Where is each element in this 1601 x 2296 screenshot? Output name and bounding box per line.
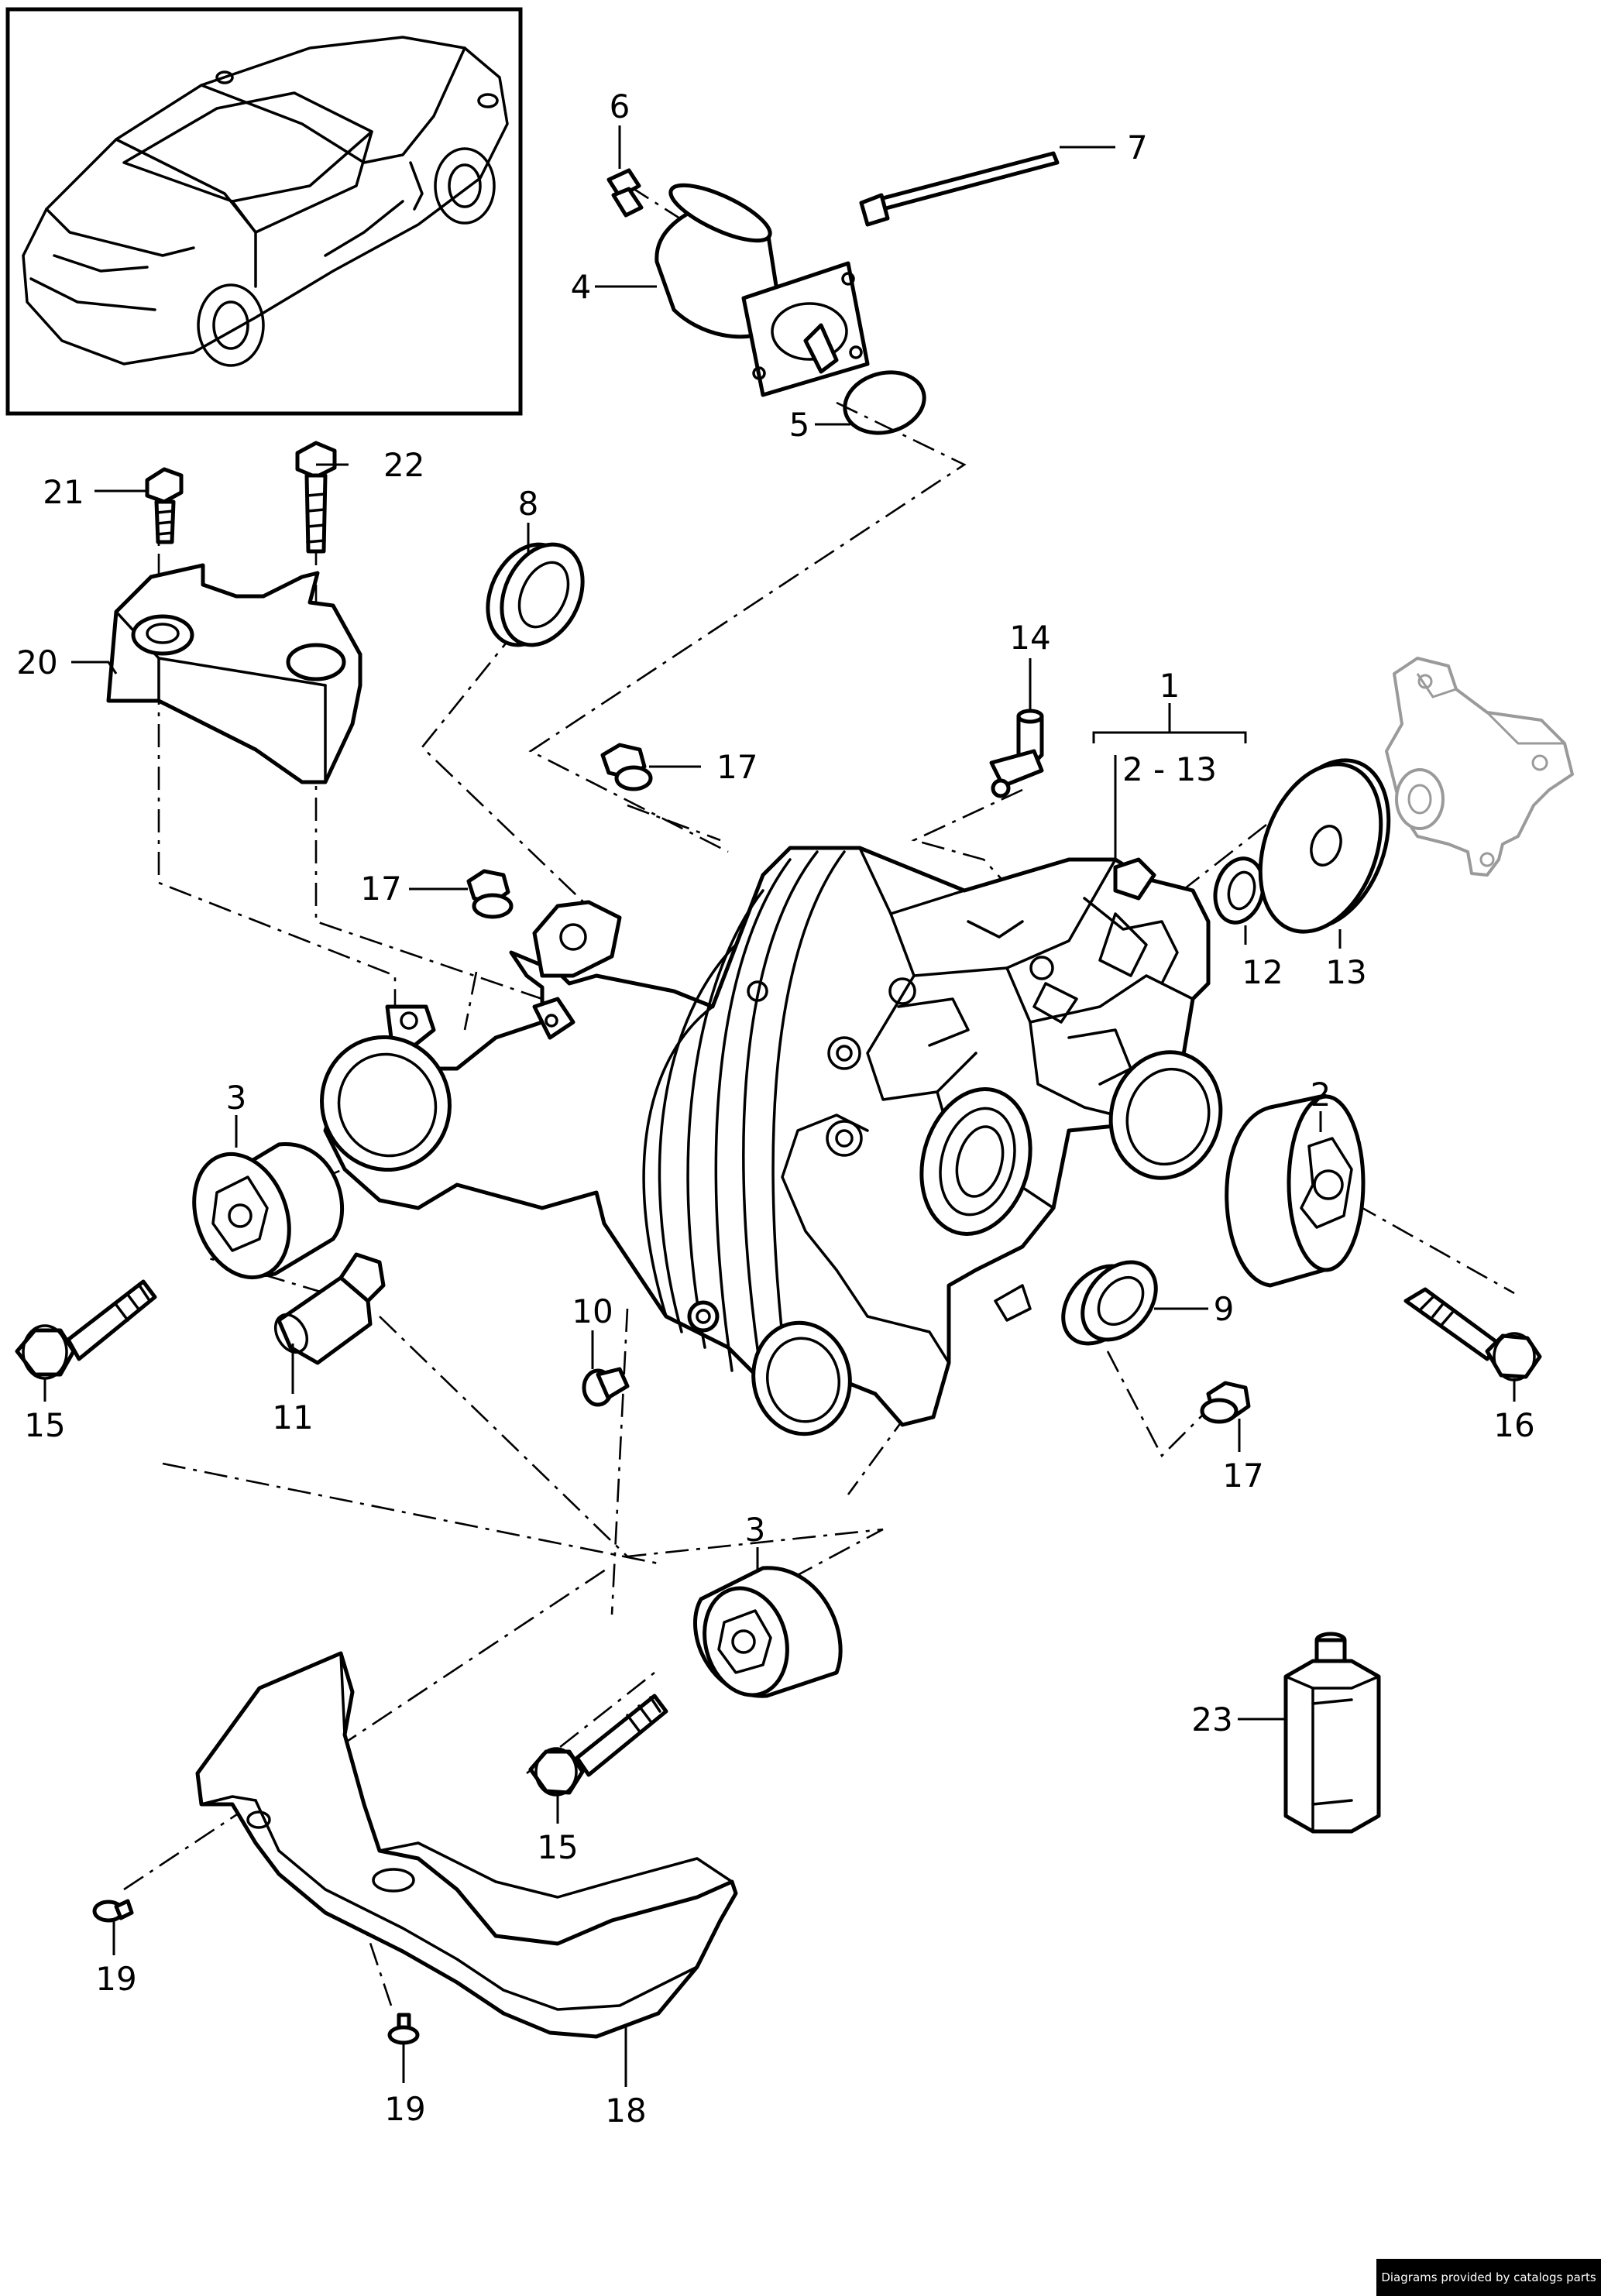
seal-part-9[interactable]: [1048, 1248, 1170, 1357]
oil-bottle-part-23[interactable]: [1283, 1632, 1381, 1834]
bolt-part-22[interactable]: [295, 441, 337, 554]
vehicle-thumbnail: [5, 7, 523, 416]
label-3-left: 3: [226, 1079, 247, 1117]
shield-part-18[interactable]: [195, 1651, 738, 2039]
screw-part-19-lower[interactable]: [387, 2013, 420, 2045]
nut-part-17-top[interactable]: [600, 743, 653, 791]
fitting-part-11[interactable]: [269, 1252, 386, 1365]
bolt-part-16[interactable]: [1403, 1287, 1542, 1381]
label-20: 20: [16, 643, 57, 681]
bolt-part-21[interactable]: [145, 467, 184, 544]
label-16: 16: [1493, 1406, 1534, 1444]
drive-flange-reference: [1385, 657, 1574, 877]
actuator-part-4[interactable]: [654, 174, 870, 397]
bushing-part-3-left[interactable]: [177, 1141, 345, 1291]
label-23: 23: [1191, 1701, 1232, 1738]
bolt-part-15-left[interactable]: [15, 1279, 157, 1380]
label-11: 11: [272, 1399, 313, 1436]
label-19-lower: 19: [384, 2090, 425, 2128]
label-13: 13: [1325, 953, 1366, 991]
label-18: 18: [605, 2092, 646, 2130]
label-8: 8: [518, 485, 539, 523]
differential-housing-part-1[interactable]: [304, 846, 1235, 1442]
shim-disc-part-13[interactable]: [1239, 743, 1410, 949]
label-17-top: 17: [716, 748, 758, 786]
label-1: 1: [1160, 667, 1180, 705]
seal-part-12[interactable]: [1208, 853, 1270, 928]
credit-footer: Diagrams provided by catalogs parts: [1376, 2259, 1601, 2296]
bolt-part-15-lower[interactable]: [528, 1694, 668, 1797]
label-10: 10: [572, 1292, 613, 1330]
plug-part-10[interactable]: [582, 1367, 630, 1407]
credit-text: Diagrams provided by catalogs parts: [1381, 2270, 1596, 2284]
leader-lines: [43, 125, 1516, 2087]
label-6: 6: [610, 88, 630, 125]
bracket-part-20[interactable]: [106, 563, 362, 784]
label-2: 2: [1311, 1076, 1331, 1114]
nut-part-17-left[interactable]: [466, 869, 514, 919]
nut-part-17-right[interactable]: [1200, 1381, 1251, 1424]
o-ring-part-5[interactable]: [838, 364, 931, 441]
label-9: 9: [1214, 1290, 1235, 1328]
label-15-lower: 15: [537, 1828, 578, 1866]
label-15-left: 15: [24, 1406, 65, 1444]
label-7: 7: [1127, 129, 1148, 166]
label-22: 22: [383, 446, 424, 484]
label-4: 4: [571, 268, 592, 306]
label-5: 5: [789, 406, 810, 444]
label-17-right: 17: [1222, 1457, 1263, 1495]
label-12: 12: [1242, 953, 1283, 991]
bushing-part-2[interactable]: [1225, 1093, 1366, 1288]
label-2-13: 2 - 13: [1122, 750, 1217, 788]
screw-part-6[interactable]: [606, 168, 644, 218]
label-17-left: 17: [360, 870, 401, 908]
bushing-part-3-lower[interactable]: [693, 1566, 843, 1704]
label-3-lower: 3: [745, 1511, 766, 1549]
seal-part-8[interactable]: [472, 531, 598, 658]
label-21: 21: [43, 473, 84, 511]
label-14: 14: [1009, 619, 1050, 657]
label-19-left: 19: [95, 1960, 136, 1998]
cable-tie-part-7[interactable]: [859, 151, 1060, 227]
screw-part-19-left[interactable]: [92, 1899, 134, 1923]
part-number-labels: 1 2 - 13 2 3 3 4 5 6 7 8 9 10 11 12 13 1…: [16, 88, 1534, 2130]
sensor-part-14[interactable]: [989, 709, 1044, 798]
